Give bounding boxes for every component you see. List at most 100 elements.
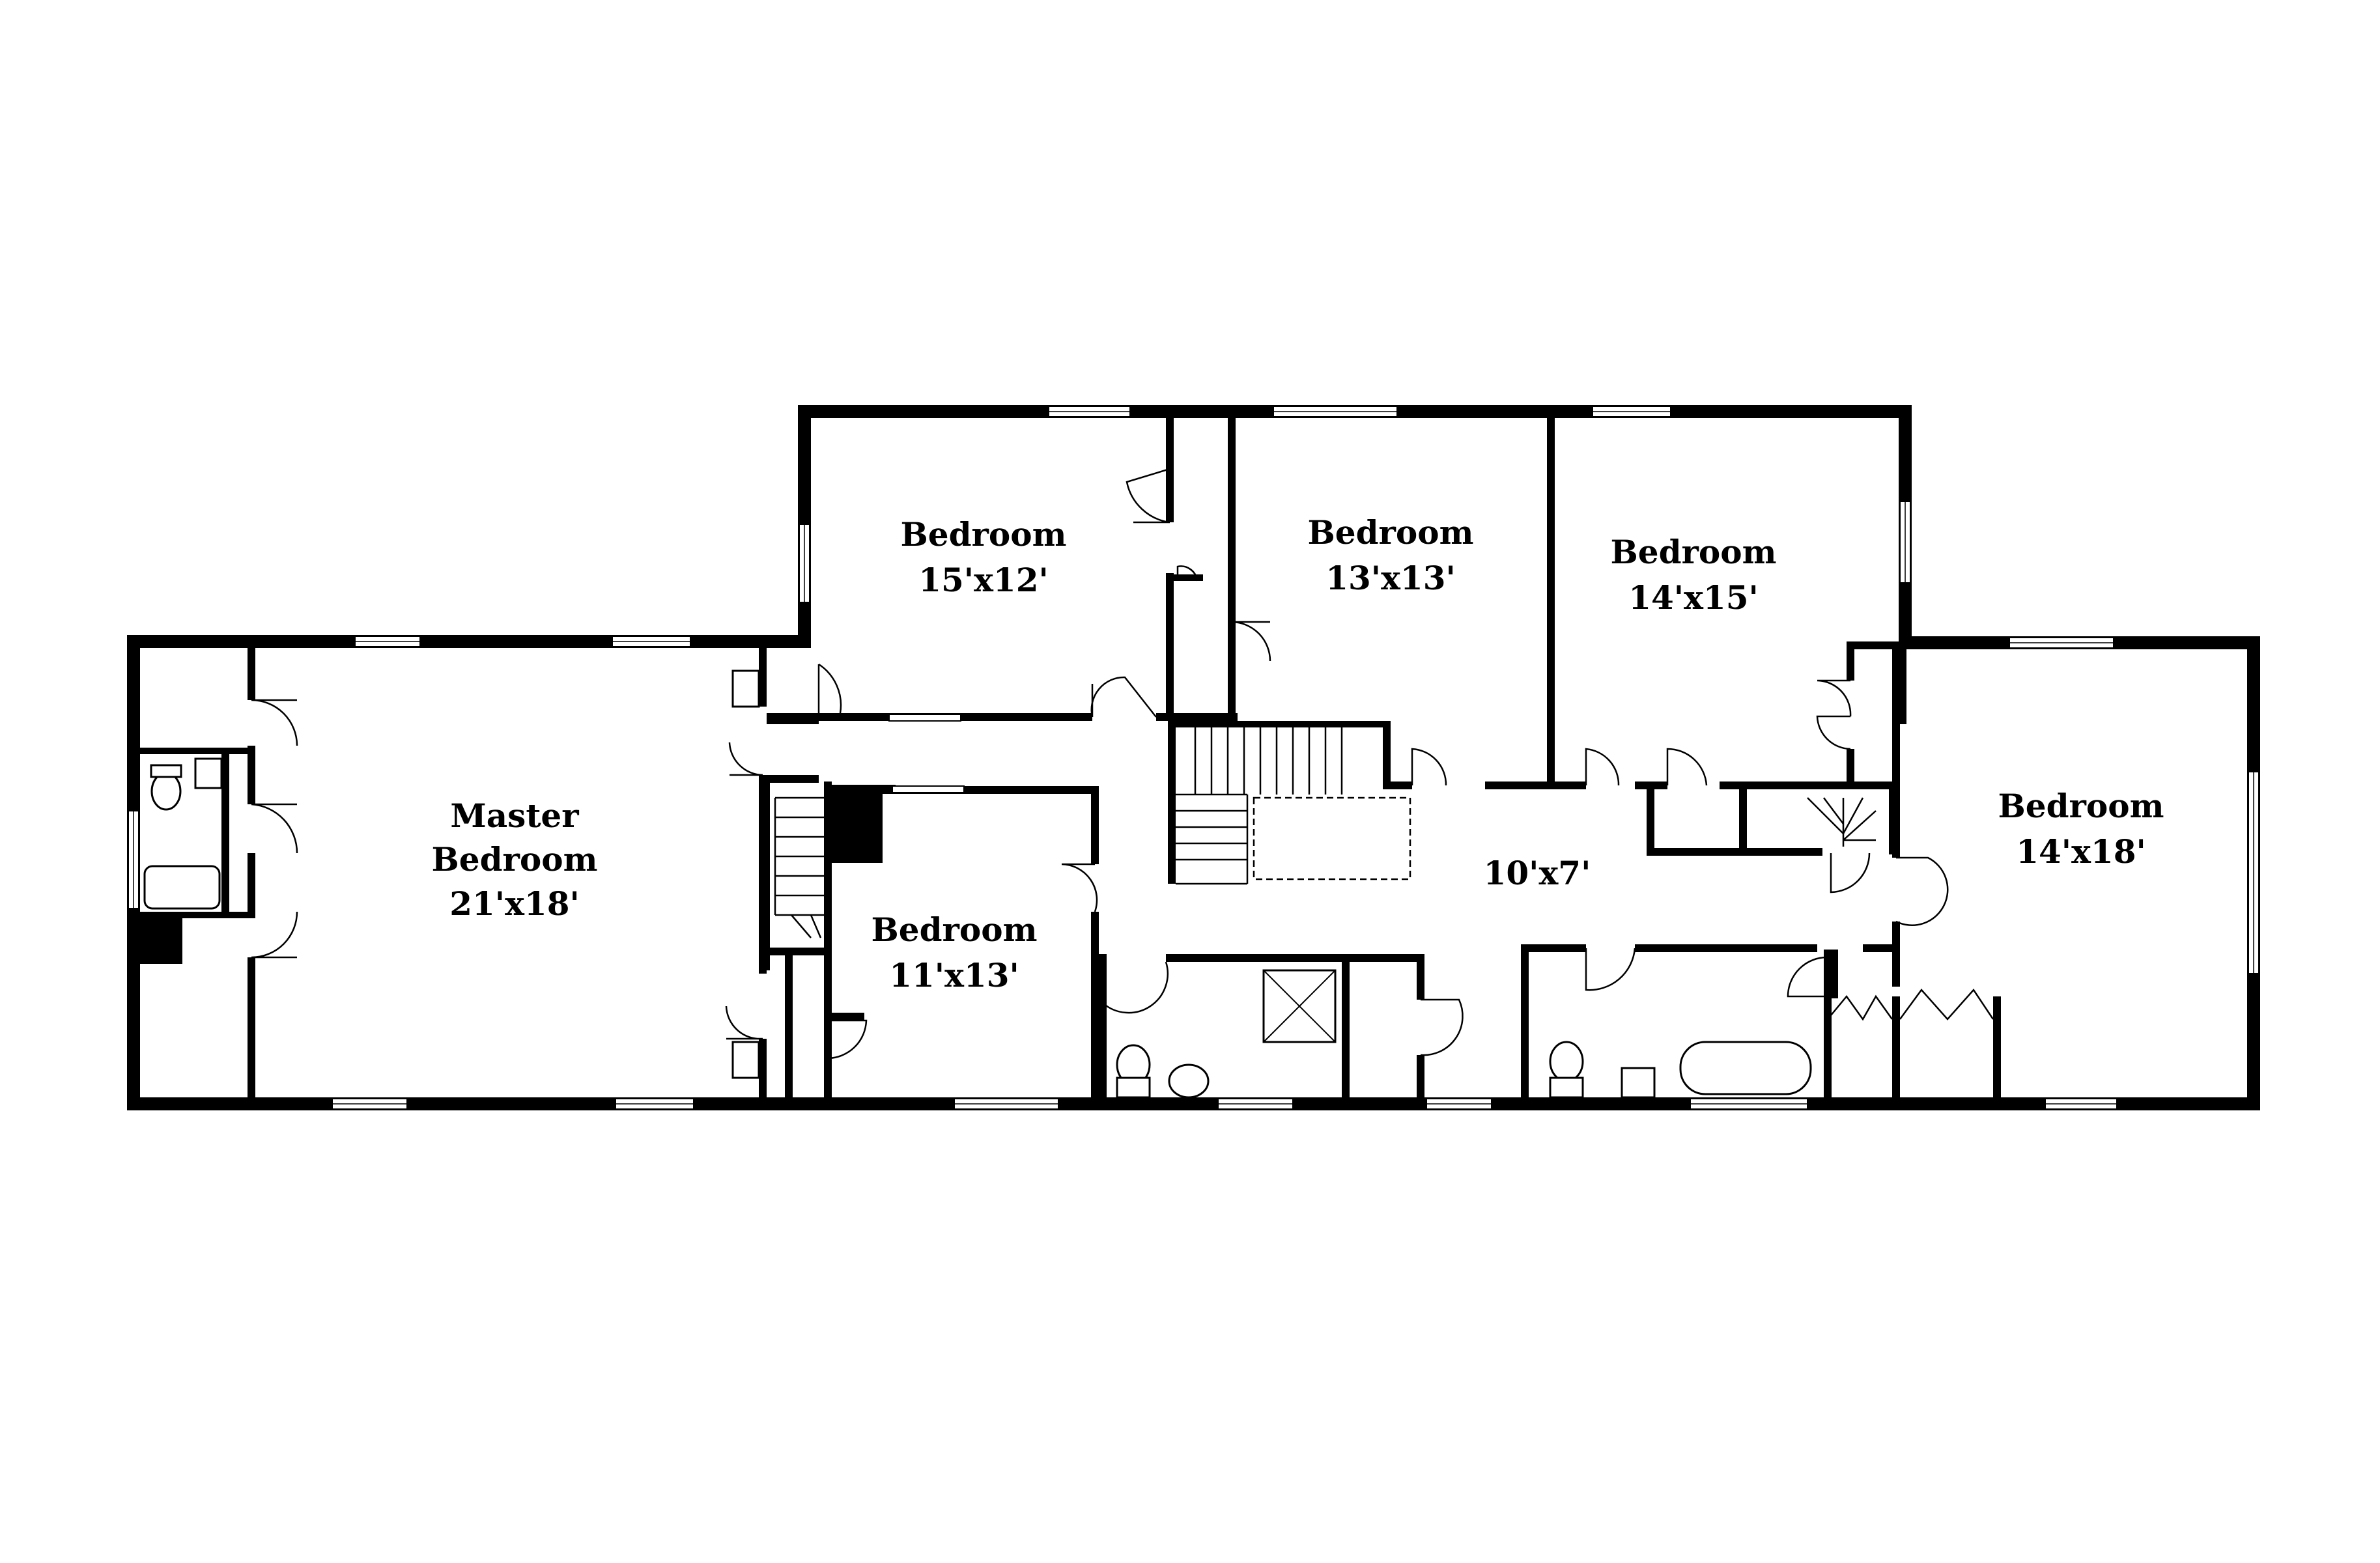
door-swing (1666, 748, 1708, 786)
wall (824, 1016, 832, 1097)
room-size-bedroom-3: 14'x15' (1628, 578, 1759, 617)
fixtures (143, 669, 1812, 1099)
wall (824, 785, 883, 863)
window (799, 524, 810, 603)
wall (1892, 961, 1900, 987)
door-swing (728, 742, 763, 776)
door-swing (1176, 565, 1198, 582)
wall (1091, 912, 1099, 1097)
wall (140, 748, 255, 754)
room-size-hall: 10'x7' (1484, 854, 1591, 892)
wall (1166, 954, 1417, 962)
toilet-tank (150, 764, 182, 778)
wall (221, 748, 229, 912)
bathtub (143, 865, 221, 910)
doors (251, 468, 1994, 1060)
wall (127, 1097, 2260, 1110)
door-swing (1585, 748, 1620, 786)
wall (248, 957, 255, 1097)
window (2248, 771, 2260, 974)
wall (248, 648, 255, 700)
room-name-master: Master (450, 796, 579, 835)
door-swing (1899, 988, 1994, 1021)
room-size-bedroom-4: 14'x18' (2016, 832, 2146, 871)
sink (1168, 1063, 1210, 1099)
wall (1417, 954, 1424, 1000)
wall (248, 746, 255, 804)
wall (1892, 643, 1900, 858)
wall (1993, 996, 2001, 1097)
wall (759, 648, 767, 707)
window (1426, 1098, 1492, 1110)
room-name-bedroom-3: Bedroom (1611, 533, 1777, 571)
sink (731, 669, 760, 708)
wall (1847, 749, 1854, 788)
window (954, 1098, 1059, 1110)
wall (1547, 418, 1555, 786)
door-swing (1816, 715, 1851, 750)
door-swing (1585, 948, 1636, 991)
wall (1342, 957, 1350, 1097)
door-swing (725, 1006, 763, 1040)
window (612, 636, 691, 647)
room-name-bedroom-2: Bedroom (1308, 513, 1474, 552)
door-swing (827, 1019, 868, 1060)
door-swing (251, 699, 298, 746)
wall (767, 775, 819, 783)
door-swing (1126, 468, 1170, 524)
exterior-walls (127, 405, 2260, 1110)
wall (1383, 721, 1391, 783)
toilet (150, 772, 182, 811)
wall (1417, 1055, 1424, 1097)
wall (1166, 573, 1174, 713)
room-size-master: 21'x18' (449, 884, 580, 923)
toilet (1549, 1041, 1584, 1082)
sink (731, 1041, 760, 1079)
door-swing (1830, 852, 1871, 894)
room-name-bedroom-1: Bedroom (901, 515, 1067, 554)
room-name-master-2: Bedroom (432, 840, 598, 879)
room-labels: Master Bedroom 21'x18' Bedroom 15'x12' B… (432, 513, 2164, 994)
wall (832, 1013, 864, 1021)
window (1899, 501, 1911, 584)
door-swing (1420, 998, 1464, 1056)
window (615, 1098, 694, 1110)
bathtub (1679, 1041, 1812, 1095)
wall (1847, 641, 1905, 649)
door-swing (1411, 748, 1447, 786)
wall (127, 635, 804, 648)
windows (128, 406, 2260, 1110)
room-name-bedroom-5: Bedroom (871, 910, 1038, 949)
wall (1091, 786, 1099, 864)
door-swing (1895, 856, 1949, 927)
window (128, 810, 139, 909)
toilet-tank (1116, 1077, 1151, 1099)
room-size-bedroom-1: 15'x12' (918, 561, 1049, 599)
interior-walls (140, 418, 2001, 1097)
wall (1647, 848, 1822, 856)
window (1048, 406, 1131, 417)
wall (1647, 789, 1654, 854)
wall (1168, 721, 1389, 727)
wall (1892, 996, 1900, 1097)
wall (1168, 721, 1176, 884)
window (354, 636, 421, 647)
wall (1739, 789, 1747, 854)
wall (140, 912, 255, 918)
door-swing (1817, 679, 1852, 717)
room-size-bedroom-5: 11'x13' (889, 956, 1019, 994)
window (2045, 1098, 2118, 1110)
door-swing (1101, 961, 1169, 1014)
door-swing (1061, 863, 1098, 912)
wall (1635, 944, 1817, 952)
wall (1899, 643, 1906, 724)
wall (1156, 713, 1238, 721)
wall (1847, 641, 1854, 681)
wall (1166, 418, 1174, 522)
wall (1892, 922, 1900, 961)
window (892, 785, 965, 793)
wall (1174, 574, 1203, 581)
wall (1383, 782, 1412, 789)
wall (767, 948, 832, 955)
